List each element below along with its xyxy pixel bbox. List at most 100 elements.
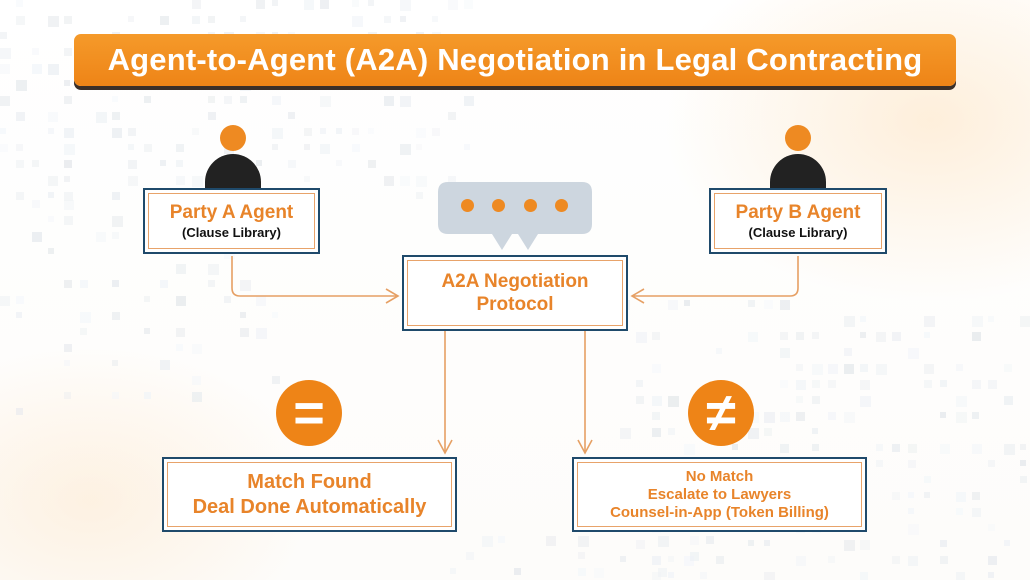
pixel-square	[892, 332, 901, 341]
pixel-square	[160, 160, 166, 166]
pixel-square	[176, 176, 185, 185]
pixel-square	[144, 96, 151, 103]
pixel-square	[352, 128, 359, 135]
pixel-square	[368, 128, 374, 134]
pixel-square	[1020, 444, 1026, 450]
pixel-square	[652, 572, 661, 580]
pixel-square	[112, 360, 118, 366]
pixel-square	[272, 312, 278, 318]
no-match-line-2: Escalate to Lawyers	[647, 485, 792, 503]
pixel-square	[658, 568, 667, 577]
pixel-square	[940, 380, 947, 387]
pixel-square	[860, 572, 868, 580]
pixel-square	[128, 16, 134, 22]
pixel-square	[208, 16, 215, 23]
pixel-square	[256, 296, 266, 306]
pixel-square	[908, 348, 919, 359]
pixel-square	[594, 568, 604, 578]
pixel-square	[432, 128, 440, 136]
pixel-square	[384, 16, 391, 23]
pixel-square	[176, 144, 184, 152]
pixel-square	[652, 364, 661, 373]
pixel-square	[956, 412, 967, 423]
pixel-square	[112, 280, 119, 287]
pixel-square	[892, 556, 900, 564]
pixel-square	[972, 332, 981, 341]
pixel-square	[448, 176, 456, 184]
pixel-square	[256, 328, 267, 339]
pixel-square	[48, 176, 58, 186]
pixel-square	[844, 348, 852, 356]
pixel-square	[320, 144, 330, 154]
pixel-square	[240, 312, 246, 318]
pixel-square	[64, 360, 70, 366]
pixel-square	[860, 364, 868, 372]
pixel-square	[96, 232, 106, 242]
pixel-square	[972, 492, 980, 500]
pixel-square	[716, 348, 722, 354]
pixel-square	[780, 412, 790, 422]
pixel-square	[192, 176, 203, 187]
pixel-square	[956, 492, 966, 502]
pixel-square	[192, 392, 202, 402]
pixel-square	[304, 0, 314, 10]
pixel-square	[112, 232, 119, 239]
pixel-square	[112, 312, 120, 320]
pixel-square	[96, 112, 107, 123]
pixel-square	[368, 160, 376, 168]
pixel-square	[764, 428, 772, 436]
party-a-agent-box: Party A Agent (Clause Library)	[143, 188, 320, 254]
pixel-square	[16, 16, 25, 25]
pixel-square	[764, 572, 775, 580]
pixel-square	[658, 536, 669, 547]
pixel-square	[972, 380, 981, 389]
pixel-square	[384, 176, 394, 186]
pixel-square	[828, 556, 835, 563]
pixel-square	[64, 144, 75, 155]
pixel-square	[1020, 460, 1026, 466]
pixel-square	[144, 328, 150, 334]
pixel-square	[876, 364, 887, 375]
pixel-square	[384, 96, 394, 106]
pixel-square	[144, 392, 151, 399]
pixel-square	[908, 492, 914, 498]
pixel-square	[208, 280, 215, 287]
pixel-square	[908, 460, 916, 468]
pixel-square	[464, 144, 470, 150]
pixel-square	[546, 536, 556, 546]
pixel-square	[652, 332, 660, 340]
pixel-square	[706, 536, 714, 544]
pixel-square	[336, 128, 342, 134]
pixel-square	[620, 428, 631, 439]
pixel-square	[796, 556, 806, 566]
typing-dot	[555, 199, 568, 212]
pixel-square	[176, 264, 186, 274]
pixel-square	[780, 348, 790, 358]
pixel-square	[844, 364, 854, 374]
no-match-line-1: No Match	[685, 467, 754, 485]
pixel-square	[144, 296, 150, 302]
pixel-square	[780, 444, 789, 453]
match-found-box: Match Found Deal Done Automatically	[162, 457, 457, 532]
pixel-square	[1020, 476, 1027, 483]
pixel-square	[256, 160, 262, 166]
person-icon-party-a	[205, 125, 261, 192]
pixel-square	[16, 80, 27, 91]
pixel-square	[272, 376, 280, 384]
pixel-square	[876, 444, 883, 451]
pixel-square	[352, 16, 363, 27]
pixel-square	[16, 112, 25, 121]
pixel-square	[796, 396, 803, 403]
pixel-square	[908, 524, 919, 535]
chat-bubble-icon	[438, 182, 592, 250]
pixel-square	[636, 540, 645, 549]
pixel-square	[636, 380, 643, 387]
pixel-square	[288, 160, 296, 168]
pixel-square	[482, 536, 493, 547]
pixel-square	[64, 48, 72, 56]
pixel-square	[988, 380, 997, 389]
pixel-square	[464, 96, 474, 106]
pixel-square	[636, 396, 644, 404]
party-a-label: Party A Agent	[169, 202, 294, 223]
pixel-square	[400, 0, 411, 11]
